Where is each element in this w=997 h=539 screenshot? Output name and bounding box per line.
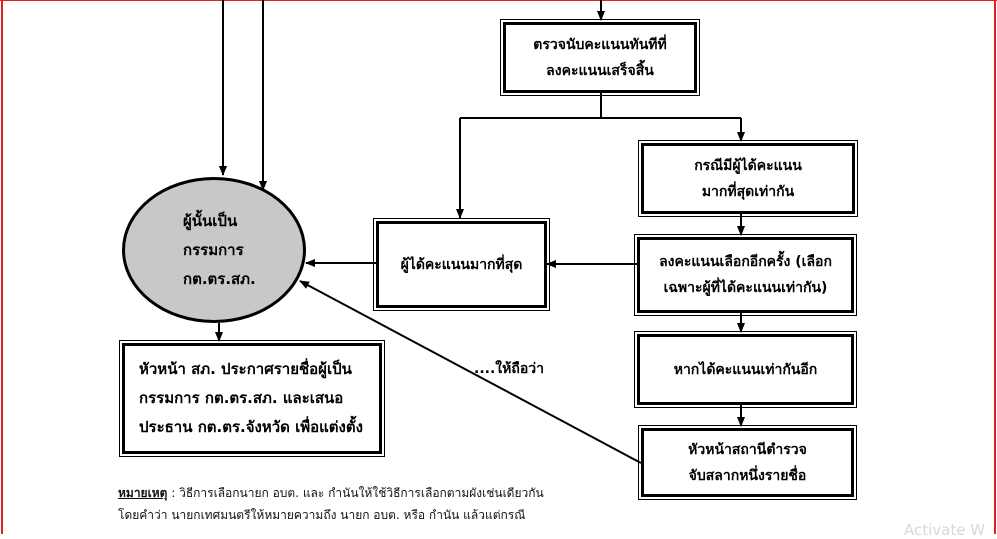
node-revote-line2: เฉพาะผู้ที่ได้คะแนนเท่ากัน) (663, 280, 828, 296)
node-draw-lots-line1: หัวหน้าสถานีตำรวจ (688, 441, 807, 458)
node-count-votes-line1: ตรวจนับคะแนนทันทีที่ (533, 36, 667, 53)
node-tie-again: หากได้คะแนนเท่ากันอีก (634, 331, 857, 408)
node-tie-case-line2: มากที่สุดเท่ากัน (701, 183, 795, 200)
node-highest-votes-line1: ผู้ได้คะแนนมากที่สุด (400, 256, 523, 273)
node-announce-line2: กรรมการ กต.ตร.สภ. และเสนอ (139, 389, 344, 407)
window-border-left (1, 0, 3, 534)
node-draw-lots-line2: จับสลากหนึ่งรายชื่อ (688, 467, 807, 484)
node-committee: ผู้นั้นเป็น กรรมการ กต.ตร.สภ. (122, 177, 306, 323)
window-border-top (0, 0, 997, 1)
footnote: หมายเหตุ : วิธีการเลือกนายก อบต. และ กำน… (118, 482, 678, 526)
node-announce: หัวหน้า สภ. ประกาศรายชื่อผู้เป็น กรรมการ… (119, 340, 385, 457)
node-tie-case-line1: กรณีมีผู้ได้คะแนน (694, 157, 802, 174)
node-committee-line3: กต.ตร.สภ. (183, 269, 256, 288)
window-border-right (994, 0, 996, 534)
footnote-heading: หมายเหตุ (118, 486, 168, 500)
node-revote: ลงคะแนนเลือกอีกครั้ง (เลือก เฉพาะผู้ที่ไ… (634, 234, 857, 316)
arrow-draw-to-committee (299, 280, 642, 464)
node-announce-line1: หัวหน้า สภ. ประกาศรายชื่อผู้เป็น (139, 360, 352, 378)
arrow-label-considered: ....ให้ถือว่า (474, 361, 544, 377)
node-tie-again-line1: หากได้คะแนนเท่ากันอีก (673, 361, 818, 378)
node-committee-line2: กรรมการ (183, 240, 244, 259)
footnote-line1: หมายเหตุ : วิธีการเลือกนายก อบต. และ กำน… (118, 482, 678, 504)
node-count-votes-line2: ลงคะแนนเสร็จสิ้น (546, 62, 654, 79)
node-revote-line1: ลงคะแนนเลือกอีกครั้ง (เลือก (659, 254, 832, 270)
node-committee-line1: ผู้นั้นเป็น (183, 211, 238, 230)
node-draw-lots: หัวหน้าสถานีตำรวจ จับสลากหนึ่งรายชื่อ (638, 425, 857, 500)
node-tie-case: กรณีมีผู้ได้คะแนน มากที่สุดเท่ากัน (638, 140, 858, 217)
footnote-line1-text: : วิธีการเลือกนายก อบต. และ กำนันให้ใช้ว… (167, 486, 544, 500)
activate-watermark: Activate W (904, 521, 986, 539)
node-highest-votes: ผู้ได้คะแนนมากที่สุด (373, 218, 550, 311)
node-announce-line3: ประธาน กต.ตร.จังหวัด เพื่อแต่งตั้ง (139, 418, 363, 436)
footnote-line2: โดยคำว่า นายกเทศมนตรีให้หมายความถึง นายก… (118, 508, 526, 522)
node-count-votes: ตรวจนับคะแนนทันทีที่ ลงคะแนนเสร็จสิ้น (500, 19, 700, 96)
